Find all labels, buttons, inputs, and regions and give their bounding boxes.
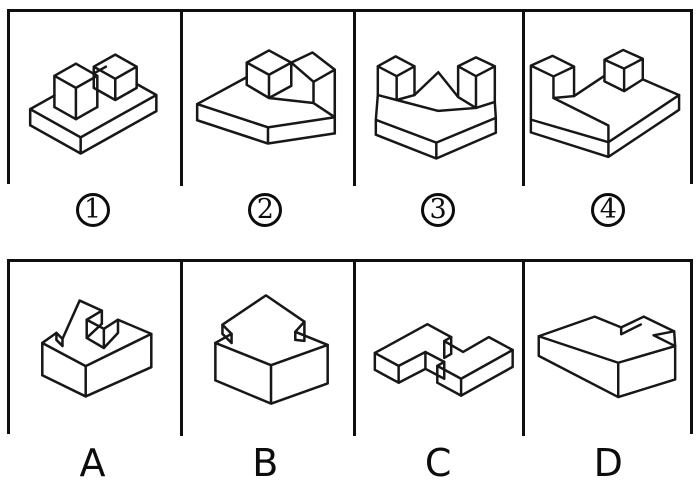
figure-C-drawing [373, 322, 514, 397]
bottom-options-grid [7, 259, 693, 437]
option-label-3: 3 [353, 193, 524, 227]
letter-B: B [252, 441, 279, 485]
circled-number-2: 2 [248, 193, 283, 227]
letter-A: A [79, 441, 106, 485]
figure-4-drawing [529, 48, 681, 159]
option-label-2: 2 [178, 193, 353, 227]
figure-3-drawing [374, 55, 497, 160]
option-cell-4 [522, 12, 690, 187]
bottom-label-row: A B C D [7, 438, 693, 488]
option-label-C: C [353, 444, 524, 482]
option-cell-2 [179, 12, 353, 187]
figure-D-drawing [537, 315, 677, 399]
option-label-4: 4 [524, 193, 693, 227]
figure-B-drawing [213, 294, 329, 405]
option-label-1: 1 [7, 193, 178, 227]
top-options-grid [7, 9, 693, 187]
option-label-B: B [178, 444, 353, 482]
figure-A-drawing [41, 299, 153, 398]
letter-C: C [424, 441, 452, 485]
option-cell-D [522, 262, 690, 437]
option-cell-3 [352, 12, 523, 187]
option-label-A: A [7, 444, 178, 482]
circled-number-1: 1 [75, 193, 110, 227]
circled-number-4: 4 [591, 193, 626, 227]
option-cell-1 [10, 12, 180, 187]
option-label-D: D [524, 444, 693, 482]
figure-1-drawing [28, 53, 158, 155]
option-cell-A [10, 262, 180, 437]
top-label-row: 1 2 3 4 [7, 185, 693, 235]
circled-number-3: 3 [421, 193, 456, 227]
figure-2-drawing [195, 49, 336, 145]
option-cell-B [179, 262, 353, 437]
option-cell-C [352, 262, 523, 437]
letter-D: D [593, 441, 623, 485]
